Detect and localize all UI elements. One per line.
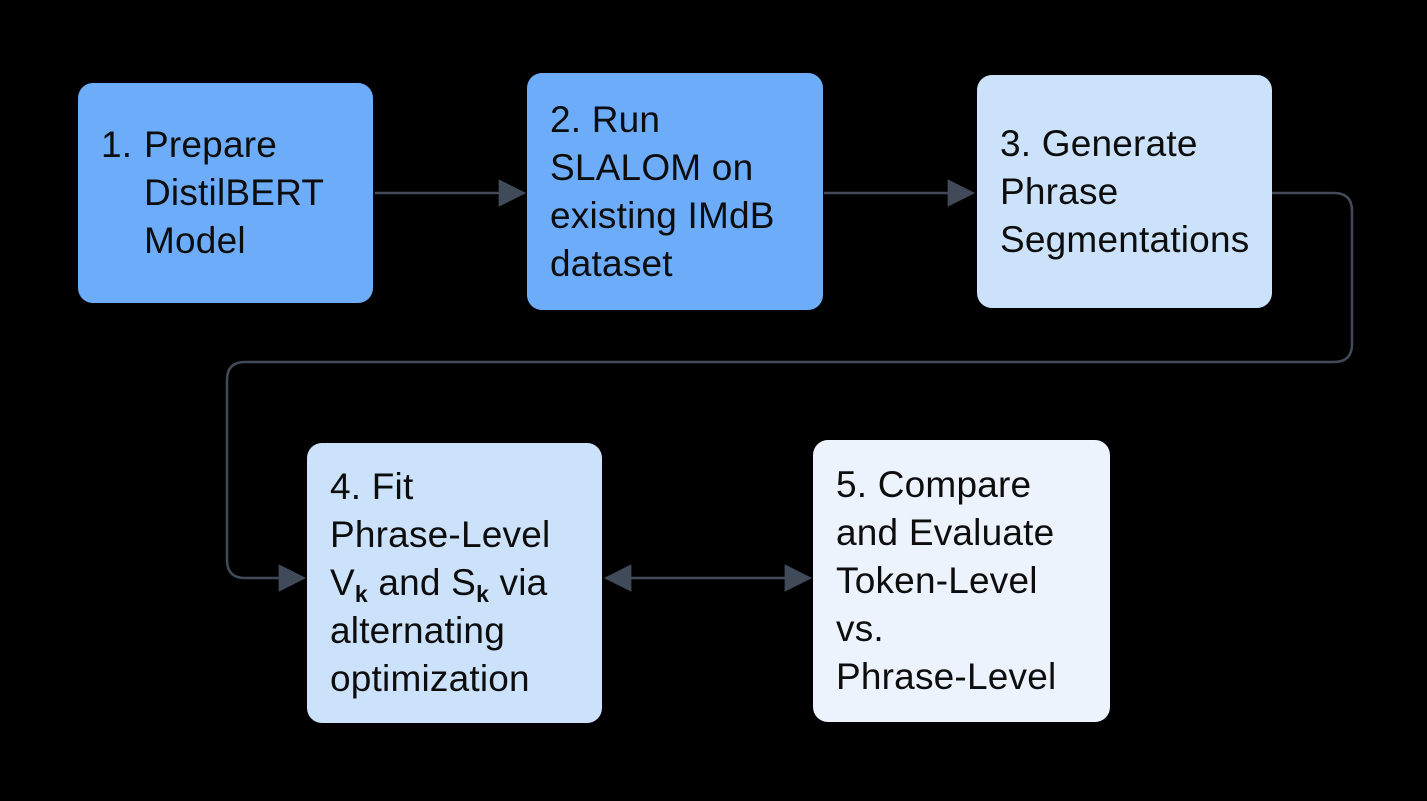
flow-step-1-number: 1. xyxy=(101,124,133,165)
flow-step-2-line-3: existing IMdB xyxy=(550,194,775,236)
flow-step-5-line-2: and Evaluate xyxy=(836,512,1055,553)
flow-step-3-line-1: 3. Generate xyxy=(1000,122,1198,164)
flow-step-2-line-1: 2. Run xyxy=(550,98,661,140)
flow-step-3-line-2: Phrase xyxy=(1000,170,1119,212)
elbow-arrow-step3-to-step4 xyxy=(225,191,1354,592)
flow-step-4-line-2: Phrase-Level xyxy=(330,514,551,555)
flow-step-5-line-5: Phrase-Level xyxy=(836,656,1057,697)
flow-step-4-line-4: alternating xyxy=(330,610,505,651)
flow-step-3-line-3: Segmentations xyxy=(1000,218,1250,260)
flow-step-4-line-3: Vk and Sk via xyxy=(330,562,548,607)
flow-step-1-line-2: DistilBERT xyxy=(144,172,325,213)
flow-step-2-line-4: dataset xyxy=(550,242,673,284)
flow-step-1-line-3: Model xyxy=(144,220,246,261)
flow-step-1-line-1: 1.Prepare xyxy=(101,121,324,169)
flow-step-5-line-4: vs. xyxy=(836,608,884,649)
flow-step-4-line-5: optimization xyxy=(330,658,530,699)
flow-step-5-line-3: Token-Level xyxy=(836,560,1038,601)
flow-step-5-line-1: 5. Compare xyxy=(836,464,1032,505)
flow-step-4-line-1: 4. Fit xyxy=(330,466,414,507)
flow-step-2-line-2: SLALOM on xyxy=(550,146,754,188)
